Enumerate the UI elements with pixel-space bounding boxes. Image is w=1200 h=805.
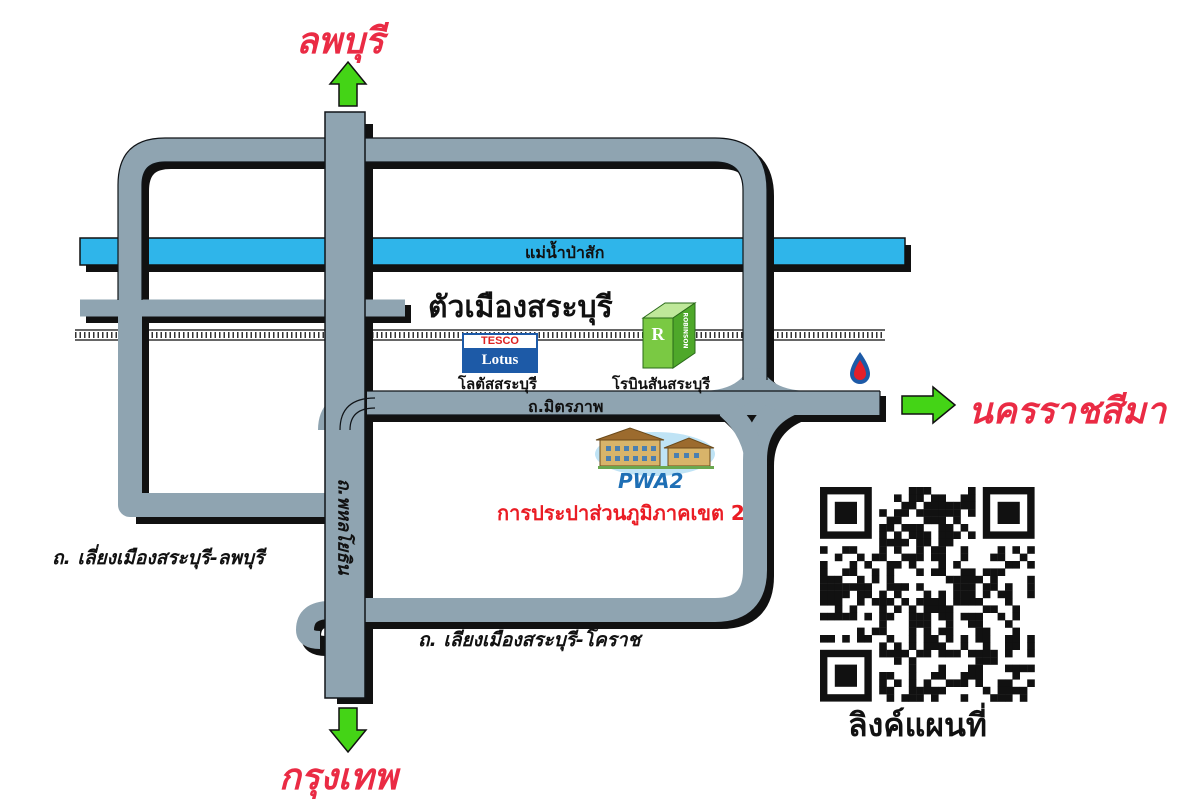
pwa2-office-icon — [595, 427, 715, 476]
tesco-lotus-logo: TESCO Lotus — [462, 333, 538, 373]
tesco-logo-top: TESCO — [464, 335, 536, 350]
phahonyothin-road-label: ถ.พหลโยธิน — [333, 478, 355, 575]
ptt-drop-icon — [850, 352, 870, 384]
arrow-north-icon — [328, 60, 368, 107]
robinson-label: โรบินสันสระบุรี — [612, 375, 711, 393]
svg-text:R: R — [652, 324, 666, 344]
office-name: การประปาส่วนภูมิภาคเขต 2 — [497, 501, 745, 525]
qr-code[interactable] — [816, 483, 1039, 706]
robinson-building-icon: R — [641, 302, 697, 369]
phahonyothin-road — [324, 111, 376, 699]
bypass-lopburi-label: ถ. เลี่ยงเมืองสระบุรี-ลพบุรี — [52, 547, 265, 569]
qr-label: ลิงค์แผนที่ — [848, 706, 987, 744]
arrow-south-icon — [328, 707, 368, 754]
destination-south: กรุงเทพ — [279, 757, 398, 798]
destination-east: นครราชสีมา — [968, 391, 1166, 432]
destination-north: ลพบุรี — [296, 21, 384, 62]
bypass-korat-road — [365, 393, 796, 622]
office-logo-text: PWA2 — [618, 469, 684, 493]
river — [79, 237, 911, 272]
bypass-lopburi-road-lower — [118, 300, 330, 517]
tesco-logo-bottom: Lotus — [464, 350, 536, 371]
u-turn-loop — [296, 601, 331, 649]
river-label: แม่น้ำป่าสัก — [525, 243, 605, 262]
city-label: ตัวเมืองสระบุรี — [428, 290, 613, 325]
arrow-east-icon — [901, 385, 957, 425]
road-outlines — [117, 137, 881, 416]
mittraphap-road-label: ถ.มิตรภาพ — [528, 397, 604, 416]
interchange-ramp-2 — [713, 394, 765, 462]
lotus-label: โลตัสสระบุรี — [458, 375, 537, 393]
bypass-korat-label: ถ. เลียงเมืองสระบุรี-โคราช — [418, 629, 641, 651]
bypass-lopburi-road — [118, 138, 767, 380]
interchange-ramp — [699, 368, 811, 415]
robinson-logo-text: ROBINSON — [681, 312, 689, 349]
